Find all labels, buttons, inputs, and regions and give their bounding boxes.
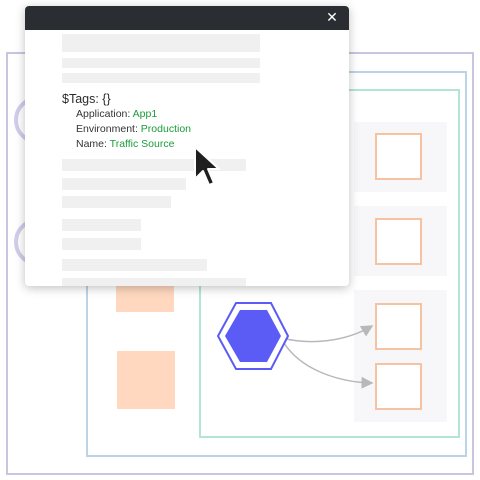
tags-block: $Tags: {} Application: App1 Environment:… xyxy=(62,91,322,152)
placeholder-line xyxy=(62,34,260,42)
placeholder-line xyxy=(62,238,141,250)
tag-key: Application: xyxy=(76,108,131,120)
tag-key: Name: xyxy=(76,138,107,150)
service-block-2[interactable] xyxy=(117,351,175,409)
placeholder-line xyxy=(62,259,207,271)
node-box-4[interactable] xyxy=(375,363,422,410)
node-box-3[interactable] xyxy=(375,303,422,350)
tag-value: Production xyxy=(140,123,191,135)
tag-application: Application: App1 xyxy=(76,107,322,122)
tags-heading: $Tags: {} xyxy=(62,92,111,106)
popup-header: ✕ xyxy=(25,6,349,30)
tag-environment: Environment: Production xyxy=(76,122,322,137)
tag-key: Environment: xyxy=(76,123,138,135)
mouse-pointer-icon xyxy=(194,146,220,186)
service-block-1[interactable] xyxy=(116,281,174,312)
placeholder-line xyxy=(62,196,171,208)
placeholder-line xyxy=(62,219,141,231)
tag-name: Name: Traffic Source xyxy=(76,137,322,152)
node-box-1[interactable] xyxy=(375,133,422,180)
close-icon[interactable]: ✕ xyxy=(326,10,338,26)
connection-arrow-upper xyxy=(281,325,374,343)
placeholder-line xyxy=(62,73,260,83)
placeholder-line xyxy=(62,58,260,68)
placeholder-line xyxy=(62,42,260,52)
tags-popup: ✕ $Tags: {} Application: App1 Environmen… xyxy=(25,6,349,286)
node-box-2[interactable] xyxy=(375,218,422,265)
connection-arrow-lower xyxy=(283,342,374,389)
placeholder-line xyxy=(62,178,186,190)
placeholder-line xyxy=(62,278,246,286)
tag-value: Traffic Source xyxy=(109,138,175,150)
hexagon-icon[interactable] xyxy=(216,302,290,370)
tag-value: App1 xyxy=(132,108,158,120)
